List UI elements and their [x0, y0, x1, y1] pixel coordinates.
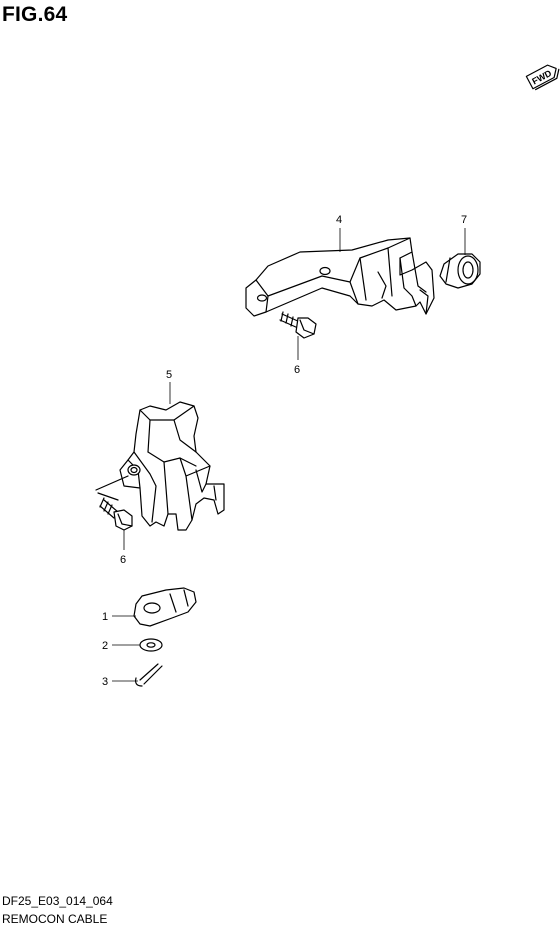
cable-end-drawing [133, 587, 197, 627]
grommet-drawing [439, 253, 481, 289]
washer-drawing [139, 638, 163, 652]
callout-5: 5 [166, 369, 172, 381]
callout-2: 2 [102, 640, 108, 652]
bolt-lower-drawing [99, 497, 133, 531]
callout-4: 4 [336, 214, 342, 226]
figure-title: FIG.64 [2, 3, 68, 26]
leader-lines [112, 228, 466, 682]
callout-6-lower: 6 [120, 554, 126, 566]
fwd-badge: FWD [525, 64, 560, 91]
bolt-upper-drawing [279, 311, 317, 339]
figure-name: REMOCON CABLE [2, 912, 108, 926]
callout-6-upper: 6 [294, 364, 300, 376]
callout-7: 7 [461, 214, 467, 226]
lower-bracket-drawing [95, 401, 225, 531]
callout-1: 1 [102, 611, 108, 623]
cotter-pin-drawing [135, 663, 163, 687]
figure-code: DF25_E03_014_064 [2, 894, 113, 908]
callout-3: 3 [102, 676, 108, 688]
upper-bracket-drawing [245, 237, 435, 317]
